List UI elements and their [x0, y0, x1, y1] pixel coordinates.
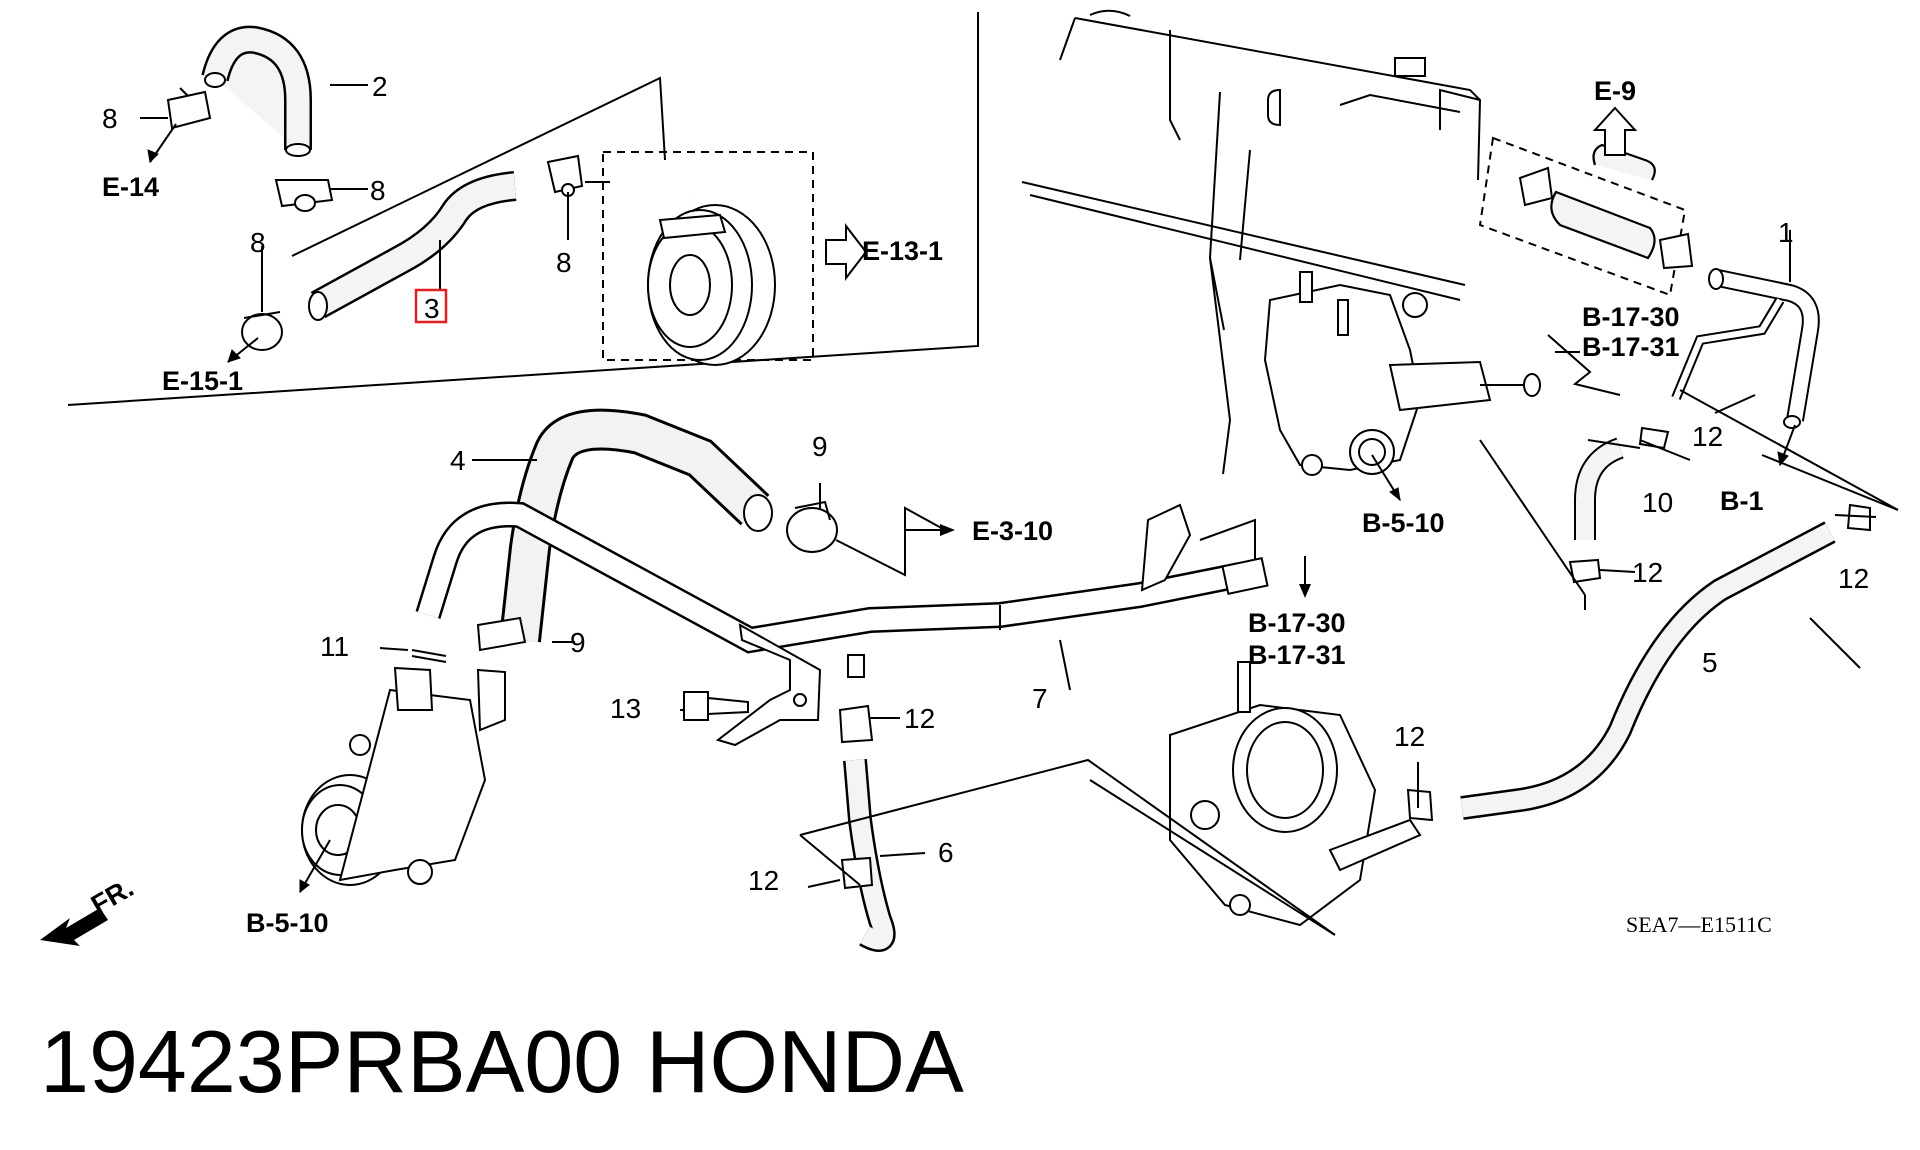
o-ring-11: [411, 649, 447, 663]
bracket: [715, 623, 822, 747]
ref-b5-10-left: B-5-10: [246, 908, 329, 938]
callout-13: 13: [610, 693, 641, 724]
callout-12-f: 12: [1394, 721, 1425, 752]
ref-e9: E-9: [1594, 76, 1636, 106]
e9-group: [1478, 106, 1694, 297]
clamp-8-middle: [274, 179, 334, 212]
arrow-e13-1: [825, 223, 868, 281]
part-number: 19423PRBA00: [40, 1012, 622, 1111]
ref-b17-31-lower: B-17-31: [1248, 640, 1346, 670]
brand-name: HONDA: [646, 1012, 964, 1111]
callout-10: 10: [1642, 487, 1673, 518]
leader-lines-middle: [379, 459, 1419, 936]
arrow-e14: [147, 123, 177, 164]
callout-12-a: 12: [904, 703, 935, 734]
arrow-b5-10-right: [1371, 454, 1401, 502]
callout-8-d: 8: [556, 247, 572, 278]
callout-9-a: 9: [812, 431, 828, 462]
callout-11: 11: [320, 631, 349, 662]
highlight-box: [414, 288, 448, 324]
hose-10: [1568, 426, 1670, 584]
ref-e13-1: E-13-1: [862, 236, 943, 266]
callout-9-b: 9: [570, 627, 586, 658]
arrow-e3-10: [905, 524, 955, 536]
arrow-b17-lower: [1299, 556, 1311, 598]
callout-12-c: 12: [1692, 421, 1723, 452]
ref-b17-30-upper: B-17-30: [1582, 302, 1680, 332]
diagram-code: SEA7—E1511C: [1626, 912, 1772, 937]
clamp-8-lower-left: [241, 311, 283, 351]
ref-e14: E-14: [102, 172, 159, 202]
hose-2: [201, 25, 312, 157]
clamp-8-right: [546, 154, 584, 197]
clamp-8-top-left: [166, 87, 212, 130]
callout-8-b: 8: [370, 175, 386, 206]
bolt-13: [683, 691, 749, 721]
throttle-body: [1169, 661, 1422, 927]
leader-lines-inset: [140, 84, 610, 312]
hose-6: [838, 654, 896, 952]
callout-7: 7: [1032, 683, 1048, 714]
callout-12-b: 12: [748, 865, 779, 896]
callout-6: 6: [938, 837, 954, 868]
ref-b17-31-upper: B-17-31: [1582, 332, 1680, 362]
clamp-9-lower: [476, 616, 527, 652]
leader-lines-right: [1479, 334, 1899, 669]
hose-5: [1406, 503, 1871, 822]
hose-3: [308, 171, 517, 321]
oil-cooler: [615, 168, 776, 366]
callout-8-c: 8: [250, 227, 266, 258]
water-pump: [301, 666, 506, 886]
ref-b17-30-lower: B-17-30: [1248, 608, 1346, 638]
ref-e3-10: E-3-10: [972, 516, 1053, 546]
ref-b5-10-right: B-5-10: [1362, 508, 1445, 538]
ref-e15-1: E-15-1: [162, 366, 243, 396]
callout-3: 3: [424, 293, 440, 324]
engine-block: [1021, 9, 1482, 475]
arrow-b5-10-left: [299, 839, 331, 894]
callout-1: 1: [1778, 217, 1794, 248]
callout-12-d: 12: [1632, 557, 1663, 588]
thermostat-housing: [1263, 271, 1541, 476]
arrow-e15-1: [227, 337, 259, 363]
callout-2: 2: [372, 71, 388, 102]
ref-b1: B-1: [1720, 486, 1764, 516]
front-arrow-icon: FR.: [40, 872, 139, 946]
callout-12-e: 12: [1838, 563, 1869, 594]
callout-8-a: 8: [102, 103, 118, 134]
pipe-7: [415, 501, 1269, 654]
callout-5: 5: [1702, 647, 1718, 678]
clamp-9-upper: [786, 500, 838, 553]
pipe-1: [1671, 230, 1820, 429]
arrow-b1: [1777, 424, 1796, 467]
callout-4: 4: [450, 445, 466, 476]
